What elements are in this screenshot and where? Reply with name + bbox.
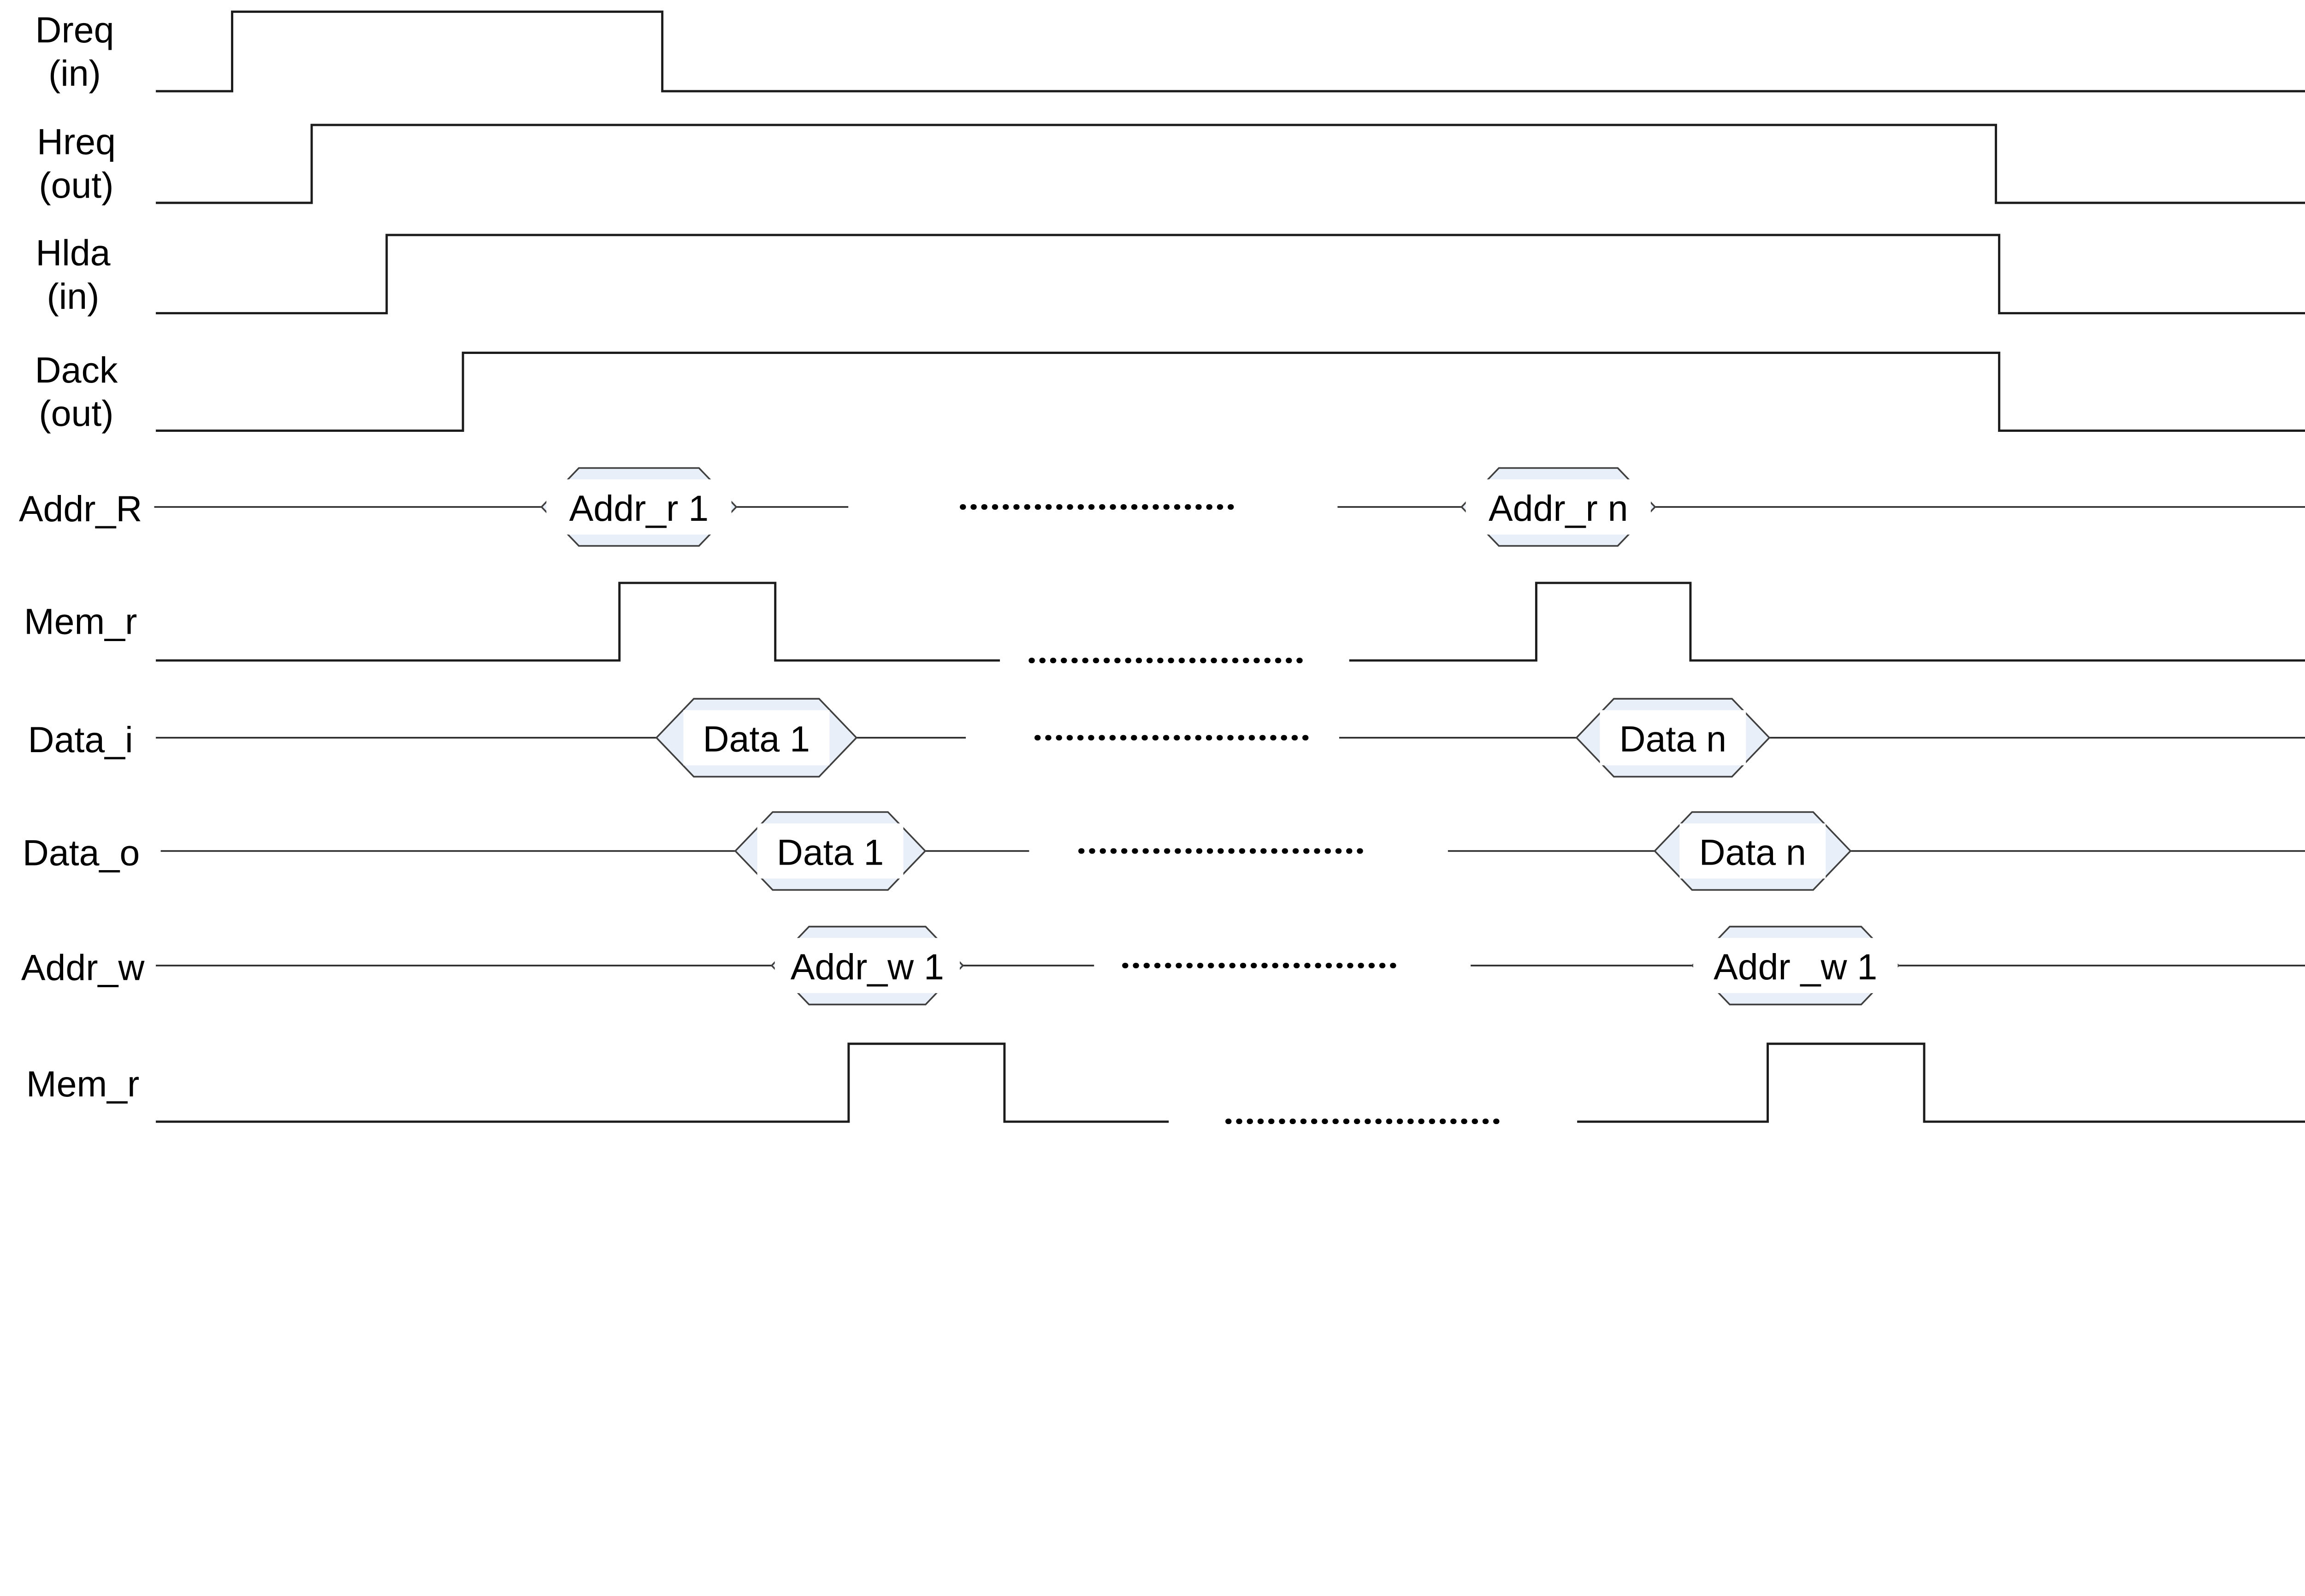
bus-value-label-bg bbox=[1693, 938, 1898, 993]
signal-wave bbox=[156, 582, 1000, 662]
signal-label: Addr_w bbox=[21, 947, 145, 988]
signal-wave bbox=[1577, 1042, 2305, 1123]
signal-row-data_o: Data_o Data 1 Data n bbox=[23, 811, 2305, 891]
bus-value-label: Data 1 bbox=[777, 832, 884, 872]
bus-value-label: Addr_w 1 bbox=[791, 947, 944, 987]
signal-wave bbox=[156, 352, 2305, 432]
signal-label: Addr_R bbox=[19, 489, 142, 529]
signal-label: (out) bbox=[39, 393, 113, 434]
signal-label: (out) bbox=[39, 165, 113, 206]
signal-label: Dack bbox=[35, 350, 118, 390]
signal-wave bbox=[156, 1042, 1169, 1123]
bus-value-label-bg bbox=[757, 823, 904, 879]
bus-value-label: Addr _w 1 bbox=[1714, 947, 1877, 987]
signal-row-data_i: Data_i Data 1 Data n bbox=[28, 698, 2305, 777]
bus-value-label-bg bbox=[774, 938, 960, 993]
signal-label: Hlda bbox=[35, 233, 110, 273]
bus-value-label-bg bbox=[1679, 823, 1826, 879]
bus-value-label: Data n bbox=[1699, 832, 1806, 872]
signal-label: Mem_r bbox=[24, 601, 137, 642]
signal-wave bbox=[1349, 582, 2305, 662]
signal-wave bbox=[156, 124, 2305, 204]
signal-label: Mem_r bbox=[26, 1064, 139, 1104]
bus-value-label-bg bbox=[1600, 710, 1746, 766]
signal-label: (in) bbox=[48, 53, 101, 94]
signal-row-addr_w: Addr_w Addr_w 1 Addr _w 1 bbox=[21, 925, 2305, 1006]
signal-row-mem_r_read: Mem_r bbox=[24, 582, 2305, 664]
signal-row-dack: Dack(out) bbox=[35, 350, 2305, 434]
signal-row-addr_r: Addr_R Addr_r 1 Addr_r n bbox=[19, 467, 2305, 547]
signal-wave bbox=[156, 234, 2305, 315]
timing-diagram: Dreq(in)Hreq(out)Hlda(in)Dack(out)Addr_R… bbox=[18, 9, 2305, 1124]
signal-row-mem_r_write: Mem_r bbox=[26, 1042, 2305, 1124]
signal-row-hreq: Hreq(out) bbox=[37, 122, 2305, 206]
signal-label: (in) bbox=[47, 276, 100, 317]
signal-row-dreq: Dreq(in) bbox=[35, 10, 2305, 94]
signal-label: Hreq bbox=[37, 122, 116, 162]
diagram-canvas: Dreq(in)Hreq(out)Hlda(in)Dack(out)Addr_R… bbox=[18, 9, 2305, 1124]
bus-value-label-bg bbox=[683, 710, 830, 766]
signal-label: Dreq bbox=[35, 10, 114, 50]
bus-value-label-bg bbox=[1466, 479, 1651, 535]
bus-value-label: Addr_r n bbox=[1489, 488, 1628, 529]
bus-value-label: Data 1 bbox=[703, 719, 810, 760]
signal-wave bbox=[156, 10, 2305, 93]
bus-value-label: Addr_r 1 bbox=[569, 488, 709, 529]
signal-row-hlda: Hlda(in) bbox=[35, 233, 2305, 317]
bus-value-label: Data n bbox=[1619, 719, 1726, 760]
signal-label: Data_o bbox=[23, 833, 140, 873]
signal-label: Data_i bbox=[28, 719, 133, 760]
bus-value-label-bg bbox=[546, 479, 732, 535]
